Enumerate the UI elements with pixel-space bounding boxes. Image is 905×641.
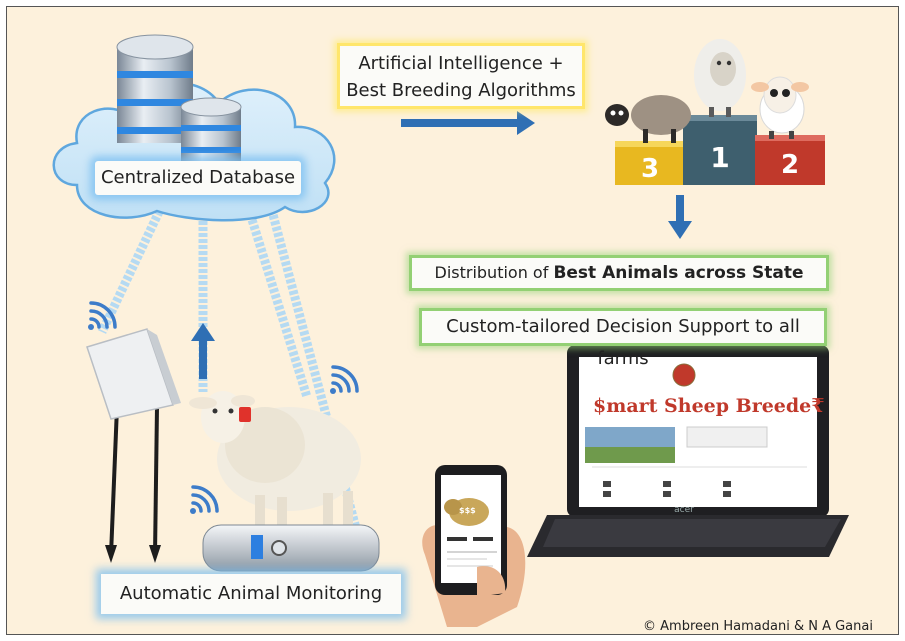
sheep-icon (189, 391, 361, 535)
ai-line-1: Artificial Intelligence + (358, 53, 564, 74)
laptop-icon (527, 345, 849, 557)
podium-second-label: 2 (781, 150, 799, 180)
database-icon (116, 34, 242, 163)
laptop-site-title: $mart Sheep Breede₹ (593, 395, 825, 417)
centralized-database-label: Centralized Database (95, 161, 301, 195)
wifi-icon (330, 365, 359, 394)
laptop-brand-label: acer (674, 505, 694, 515)
copyright-credit: © Ambreen Hamadani & N A Ganai (643, 619, 873, 634)
animal-monitoring-label: Automatic Animal Monitoring (101, 574, 401, 614)
sheep-third-icon (605, 95, 691, 143)
arrow-down-icon (668, 195, 692, 239)
phone-badge-label: $$$ (459, 506, 476, 515)
sheep-second-icon (751, 76, 809, 139)
arrow-right-icon (401, 111, 535, 135)
arrow-up-icon (191, 323, 215, 379)
distribution-prefix: Distribution of (434, 263, 554, 282)
ai-line-2: Best Breeding Algorithms (346, 80, 576, 101)
podium-third-label: 3 (641, 154, 659, 184)
podium-first-label: 1 (710, 141, 729, 174)
rfid-reader-icon (86, 328, 181, 563)
wifi-icon (190, 485, 219, 514)
decision-support-label: Custom-tailored Decision Support to all … (419, 308, 827, 369)
weighing-scale-icon (202, 524, 380, 572)
wifi-icon (88, 301, 117, 330)
ai-algorithms-label: Artificial Intelligence + Best Breeding … (337, 43, 585, 109)
distribution-bold: Best Animals across State (553, 263, 804, 283)
sheep-first-icon (694, 39, 746, 117)
smartphone-icon (422, 465, 526, 627)
diagram-canvas: 3 1 2 (6, 6, 899, 635)
distribution-label: Distribution of Best Animals across Stat… (409, 255, 829, 291)
